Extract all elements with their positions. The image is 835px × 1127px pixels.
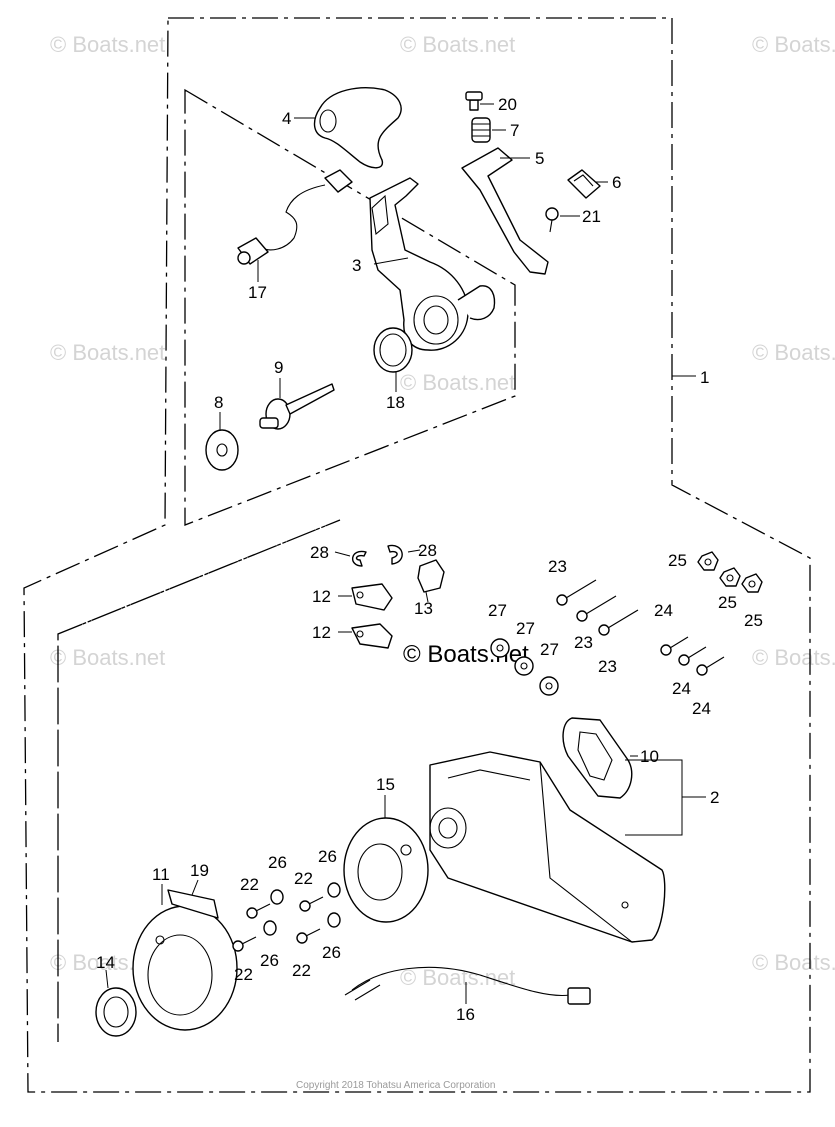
label-part-10: 10 (640, 747, 659, 766)
label-part-26: 26 (260, 951, 279, 970)
part-5-bracket (461, 147, 549, 275)
label-part-22: 22 (292, 961, 311, 980)
part-14-ring (95, 987, 137, 1037)
label-part-2: 2 (710, 788, 719, 807)
part-8-cap (205, 429, 239, 471)
part-15-plate (343, 817, 429, 923)
label-part-23: 23 (548, 557, 567, 576)
watermark: © Boats.net (50, 32, 165, 57)
part-21-screw (545, 207, 559, 233)
label-part-26: 26 (268, 853, 287, 872)
label-part-24: 24 (654, 601, 673, 620)
part-17-harness (237, 169, 353, 265)
label-part-26: 26 (318, 847, 337, 866)
watermark: © Boats.net (752, 645, 835, 670)
part-4-handle (313, 87, 402, 169)
part-24-screws (660, 636, 725, 676)
label-part-11: 11 (152, 865, 170, 884)
part-3-lever-arm (369, 177, 496, 351)
label-part-22: 22 (240, 875, 259, 894)
part-16-harness (344, 966, 591, 1005)
label-part-17: 17 (248, 283, 267, 302)
label-part-21: 21 (582, 207, 601, 226)
label-part-13: 13 (414, 599, 433, 618)
label-part-5: 5 (535, 149, 544, 168)
part-28-ring-left (352, 550, 367, 567)
label-part-27: 27 (488, 601, 507, 620)
label-part-27: 27 (516, 619, 535, 638)
part-20-bolt (465, 91, 483, 111)
label-part-14: 14 (96, 953, 115, 972)
watermark: © Boats.net (752, 32, 835, 57)
label-part-8: 8 (214, 393, 223, 412)
part-number-labels: 1 2 3 4 5 6 7 8 9 10 11 12 12 13 14 15 1… (96, 95, 763, 1024)
part-23-screws (556, 579, 639, 636)
label-part-25: 25 (668, 551, 687, 570)
part-12-block-lower (351, 623, 393, 649)
label-part-12-lower: 12 (312, 623, 331, 642)
label-part-7: 7 (510, 121, 519, 140)
upper-group-border (23, 17, 811, 1093)
watermark: © Boats.net (752, 340, 835, 365)
label-part-22: 22 (234, 965, 253, 984)
lower-group-border (57, 519, 341, 1042)
center-watermark: © Boats.net (403, 641, 529, 668)
part-22-screws (232, 896, 324, 952)
part-6-clip (567, 169, 601, 199)
part-25-nuts (697, 551, 763, 593)
label-part-25: 25 (718, 593, 737, 612)
label-part-1: 1 (700, 368, 709, 387)
part-7-spring (471, 117, 491, 143)
label-part-15: 15 (376, 775, 395, 794)
label-part-24: 24 (672, 679, 691, 698)
label-part-23: 23 (574, 633, 593, 652)
label-part-6: 6 (612, 173, 621, 192)
part-9-shaft (259, 383, 335, 430)
label-part-28: 28 (310, 543, 329, 562)
label-part-4: 4 (282, 109, 291, 128)
label-part-20: 20 (498, 95, 517, 114)
label-part-3: 3 (352, 256, 361, 275)
label-part-27: 27 (540, 640, 559, 659)
label-part-12-upper: 12 (312, 587, 331, 606)
label-part-19: 19 (190, 861, 209, 880)
watermark: © Boats.net (50, 645, 165, 670)
part-10-gasket-plate (562, 717, 633, 799)
part-11-bezel (132, 905, 238, 1031)
label-part-16: 16 (456, 1005, 475, 1024)
label-part-9: 9 (274, 358, 283, 377)
label-part-28: 28 (418, 541, 437, 560)
watermark: © Boats.net (400, 965, 515, 990)
label-part-26: 26 (322, 943, 341, 962)
inner-group-border (184, 88, 516, 526)
part-2-housing (429, 751, 666, 943)
watermark: © Boats.net (400, 370, 515, 395)
label-part-23: 23 (598, 657, 617, 676)
label-part-22: 22 (294, 869, 313, 888)
part-13-block (417, 559, 445, 593)
part-28-ring-right (387, 544, 403, 565)
part-12-block-upper (351, 583, 393, 611)
label-part-24: 24 (692, 699, 711, 718)
part-27-washers (490, 638, 559, 696)
label-part-18: 18 (386, 393, 405, 412)
watermark: © Boats.net (752, 950, 835, 975)
copyright-text: Copyright 2018 Tohatsu America Corporati… (296, 1080, 495, 1091)
watermark: © Boats.net (50, 340, 165, 365)
label-part-25: 25 (744, 611, 763, 630)
watermark-layer: © Boats.net © Boats.net © Boats.net © Bo… (50, 32, 835, 990)
part-26-washers (263, 882, 341, 936)
part-19-strip (167, 889, 219, 919)
leader-lines (105, 103, 706, 1004)
watermark: © Boats.net (400, 32, 515, 57)
